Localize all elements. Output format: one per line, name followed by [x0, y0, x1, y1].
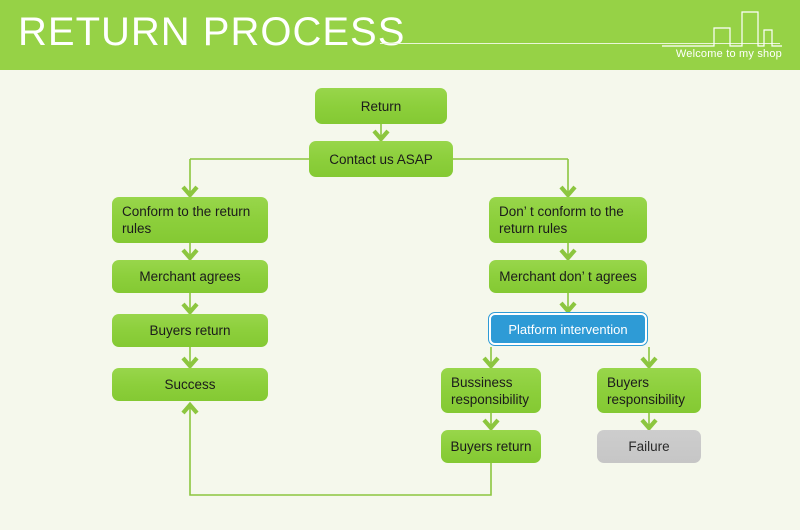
node-contact-us-asap[interactable]: Contact us ASAP — [309, 141, 453, 177]
city-skyline-icon — [662, 11, 782, 47]
header-tagline: Welcome to my shop — [675, 48, 782, 60]
arrowhead-to-business-resp — [482, 356, 500, 370]
edge-feedback-loop — [189, 405, 492, 496]
arrowhead-to-conform — [181, 185, 199, 199]
flowchart-canvas: Return Contact us ASAP Conform to the re… — [0, 70, 800, 530]
page-header: RETURN PROCESS Welcome to my shop — [0, 0, 800, 70]
arrowhead-to-not-conform — [559, 185, 577, 199]
page-title: RETURN PROCESS — [18, 10, 406, 54]
node-success[interactable]: Success — [112, 368, 268, 401]
arrowhead-to-merchant-agrees — [181, 248, 199, 262]
node-conform-to-return-rules[interactable]: Conform to the return rules — [112, 197, 268, 243]
arrowhead-to-merchant-refuse — [559, 248, 577, 262]
node-dont-conform-to-return-rules[interactable]: Don’ t conform to the return rules — [489, 197, 647, 243]
node-merchant-dont-agrees[interactable]: Merchant don’ t agrees — [489, 260, 647, 293]
node-return[interactable]: Return — [315, 88, 447, 124]
arrowhead-to-platform — [559, 301, 577, 315]
node-failure[interactable]: Failure — [597, 430, 701, 463]
header-divider-line — [380, 43, 780, 44]
node-buyers-responsibility[interactable]: Buyers responsibility — [597, 368, 701, 413]
flowchart-connectors — [181, 124, 658, 496]
node-merchant-agrees[interactable]: Merchant agrees — [112, 260, 268, 293]
arrowhead-to-buyers-return-2 — [482, 418, 500, 432]
node-platform-intervention[interactable]: Platform intervention — [488, 312, 648, 346]
node-bussiness-responsibility[interactable]: Bussiness responsibility — [441, 368, 541, 413]
arrowhead-to-buyers-resp — [640, 356, 658, 370]
arrowhead-to-success — [181, 356, 199, 370]
arrowhead-feedback-to-success — [181, 401, 199, 415]
arrowhead-to-failure — [640, 418, 658, 432]
arrowhead-to-contact — [372, 129, 390, 143]
node-buyers-return-right[interactable]: Buyers return — [441, 430, 541, 463]
arrowhead-to-buyers-return-1 — [181, 302, 199, 316]
node-buyers-return-left[interactable]: Buyers return — [112, 314, 268, 347]
